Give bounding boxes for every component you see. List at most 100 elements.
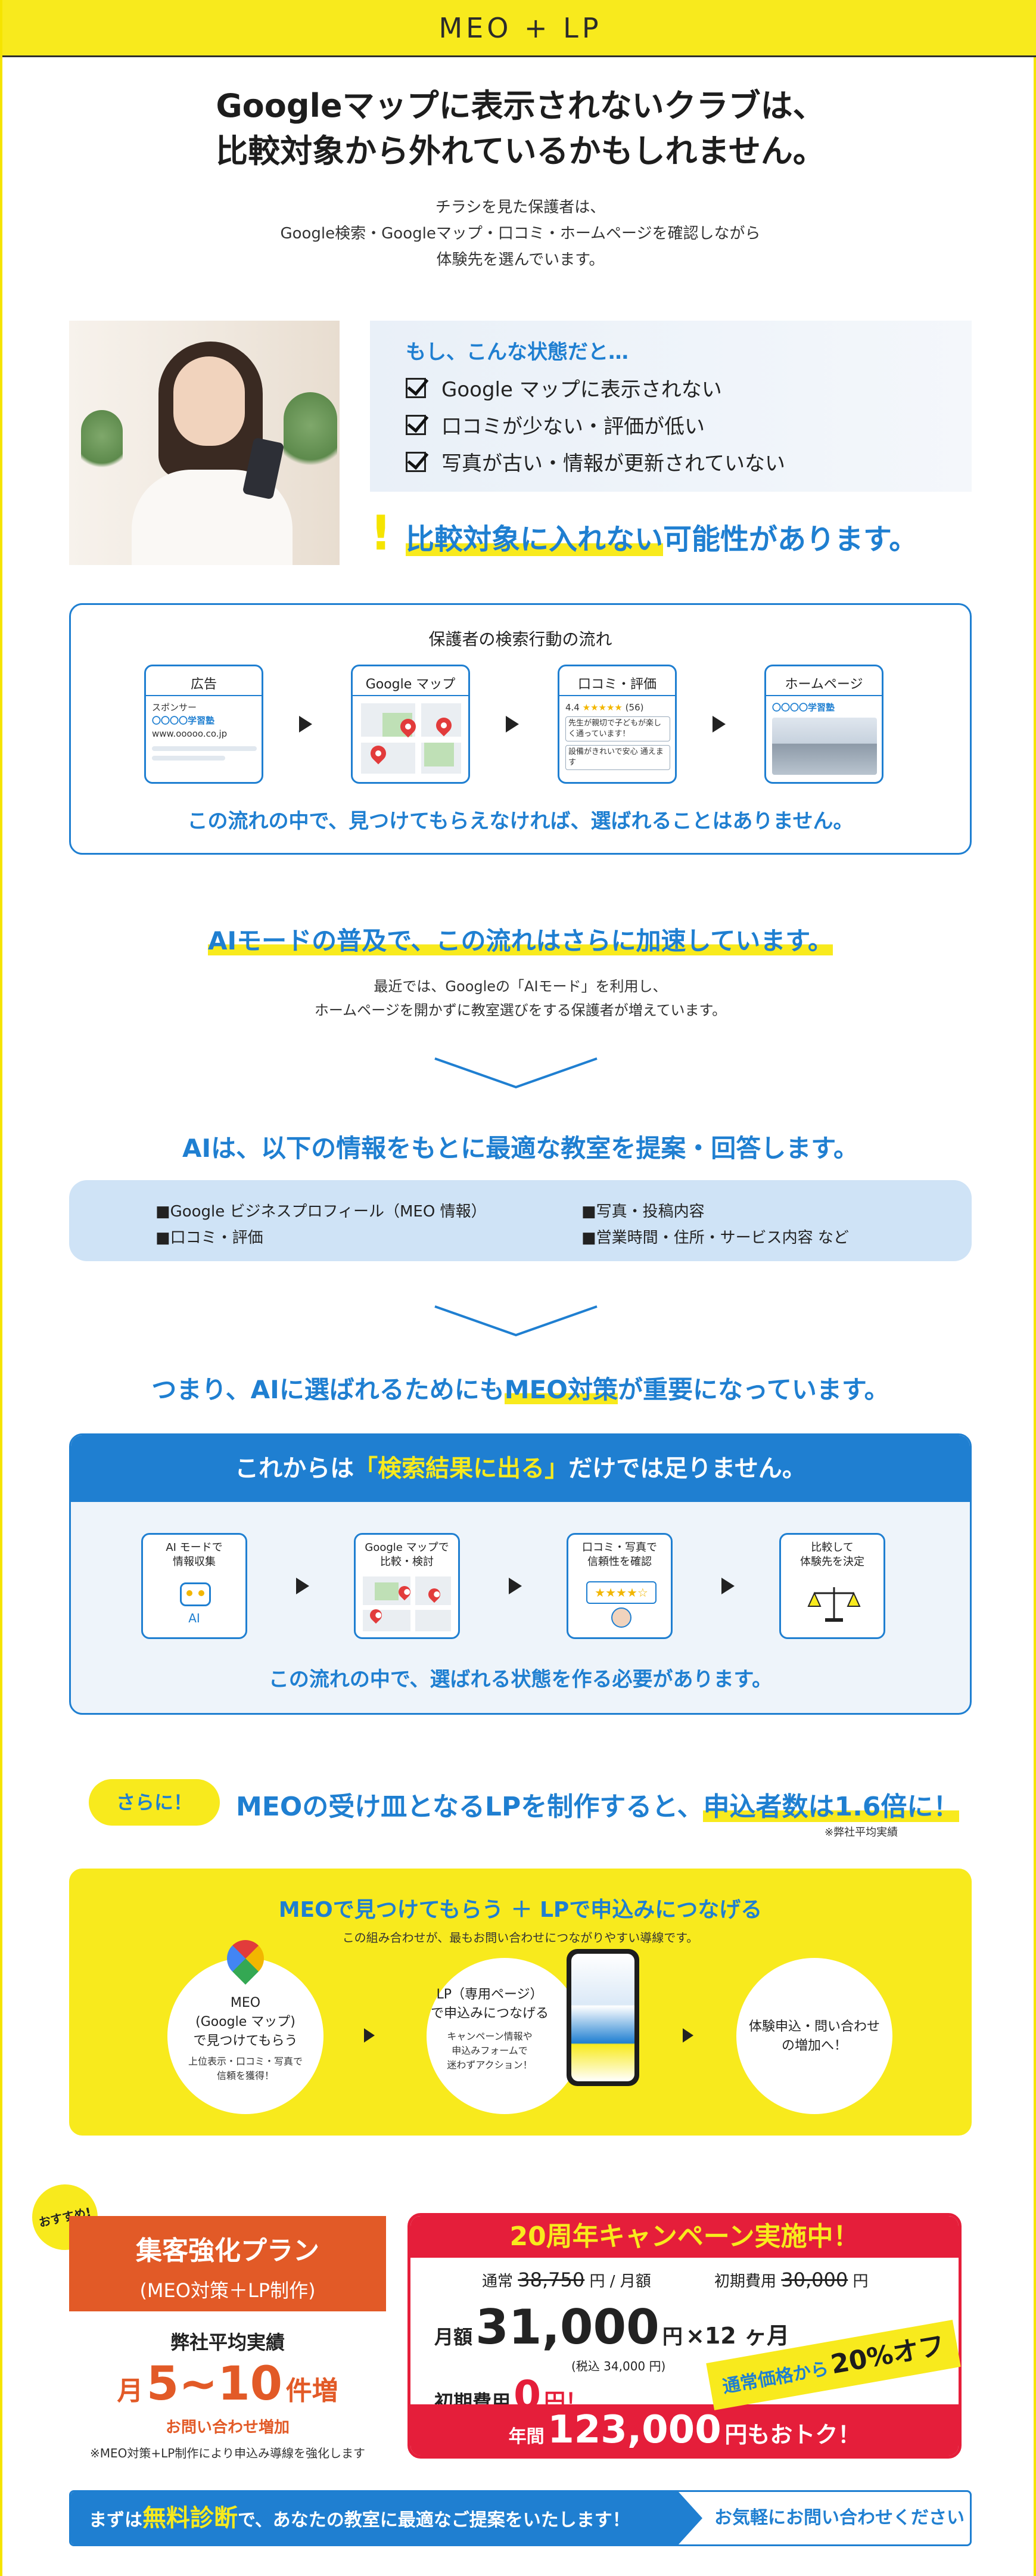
banner-title: MEO + LP <box>438 11 602 44</box>
combo-title: MEOで見つけてもらう ＋ LPで申込みにつなげる <box>278 1898 763 1922</box>
circle-text: (Google マップ) <box>195 2015 295 2029</box>
initial-label: 初期費用 <box>714 2273 777 2291</box>
flow-card-homepage: ホームページ 〇〇〇〇学習塾 <box>764 665 883 784</box>
ai-heading-text: AIモードの普及で、この流れはさらに加速しています。 <box>208 926 833 955</box>
card-label: Google マップ <box>365 677 456 692</box>
circle-note: 上位表示・口コミ・写真で <box>188 2056 303 2067</box>
cta-bar[interactable]: まずは無料診断で、あなたの教室に最適なご提案をいたします！ お気軽にお問い合わせ… <box>69 2490 972 2546</box>
circle-note: 申込みフォームで <box>452 2045 528 2056</box>
monthly-price-value: 31,000 <box>475 2299 659 2355</box>
arrow-right-icon <box>506 716 519 733</box>
circle-text: 体験申込・問い合わせ <box>748 2019 880 2034</box>
search-flow-title: 保護者の検索行動の流れ <box>428 629 612 649</box>
smartphone-lp-icon <box>567 1949 639 2086</box>
panel-head-c: だけでは足りません。 <box>568 1455 806 1482</box>
sarani-text: MEOの受け皿となるLPを制作すると、申込者数は1.6倍に！ <box>236 1785 960 1823</box>
ai-heading-3-c: が重要になっています。 <box>617 1375 889 1404</box>
panel-step-review: 口コミ・写真で信頼性を確認 ★★★★☆ <box>567 1533 673 1639</box>
hero-photo <box>69 321 340 565</box>
check-item-label: 写真が古い・情報が更新されていない <box>441 452 785 476</box>
lead-line-1: チラシを見た保護者は、 <box>435 198 606 216</box>
top-banner: MEO + LP <box>2 0 1036 57</box>
cta-left[interactable]: まずは無料診断で、あなたの教室に最適なご提案をいたします！ <box>71 2492 679 2544</box>
check-item-label: Google マップに表示されない <box>441 378 722 402</box>
initial-old: 初期費用 30,000 円 <box>714 2268 869 2291</box>
combo-subtitle: この組み合わせが、最もお問い合わせにつながりやすい導線です。 <box>342 1931 699 1945</box>
monthly-label: 月額 <box>434 2326 473 2348</box>
ai-info-bar: ■Google ビジネスプロフィール（MEO 情報） ■口コミ・評価 ■写真・投… <box>69 1180 972 1261</box>
info-item: ■営業時間・住所・サービス内容 など <box>581 1229 849 1247</box>
tax-note: (税込 34,000 円) <box>571 2359 666 2373</box>
arrow-right-icon <box>296 1578 309 1594</box>
step-line-1: 口コミ・写真で <box>582 1541 657 1554</box>
arrow-right-icon <box>509 1578 522 1594</box>
step-line-2: 比較・検討 <box>380 1556 434 1568</box>
step-line-1: AI モードで <box>166 1541 223 1554</box>
map-icon <box>363 1576 451 1631</box>
sarani-text-a: MEOの受け皿となるLPを制作すると、 <box>236 1792 704 1822</box>
plan-increase: お問い合わせ増加 <box>165 2419 290 2437</box>
combo-circle-result: 体験申込・問い合わせ の増加へ！ <box>736 1958 892 2114</box>
sarani-badge: さらに！ <box>89 1779 220 1826</box>
normal-label: 通常 <box>482 2273 514 2291</box>
ai-heading-2: AIは、以下の情報をもとに最適な教室を提案・回答します。 <box>182 1134 859 1163</box>
panel-head-a: これからは <box>235 1455 354 1482</box>
check-item: Google マップに表示されない <box>406 373 722 402</box>
selection-panel-message: この流れの中で、選ばれる状態を作る必要があります。 <box>268 1668 773 1692</box>
combo-circle-meo: MEO (Google マップ) で見つけてもらう 上位表示・口コミ・写真で 信… <box>167 1932 323 2114</box>
flow-card-review: 口コミ・評価 4.4 ★★★★★ (56) 先生が親切で子どもが楽しく通っていま… <box>558 665 677 784</box>
info-item: ■写真・投稿内容 <box>581 1203 705 1221</box>
rating-value: 4.4 <box>565 702 580 713</box>
plan-range: 5~10 <box>146 2357 283 2411</box>
selection-panel-head: これからは「検索結果に出る」だけでは足りません。 <box>71 1435 970 1502</box>
plan-note: ※MEO対策+LP制作により申込み導線を強化します <box>90 2446 365 2460</box>
chevron-down-icon <box>434 1305 598 1337</box>
flow-card-map: Google マップ <box>351 665 470 784</box>
contact-link[interactable]: お気軽にお問い合わせください <box>714 2507 965 2528</box>
off-text: 通常価格から <box>721 2358 830 2398</box>
circle-note: キャンペーン情報や <box>447 2031 533 2042</box>
ai-icon-text: AI <box>188 1611 200 1625</box>
robot-icon <box>180 1582 211 1606</box>
panel-head-b: 「検索結果に出る」 <box>354 1455 569 1482</box>
card-label: ホームページ <box>785 677 863 692</box>
star-icon: ★★★★★ <box>582 702 623 713</box>
plan-unit: 件増 <box>285 2376 338 2406</box>
plan-sub: (MEO対策＋LP制作) <box>139 2279 316 2302</box>
intro-lead: チラシを見た保護者は、 Google検索・Googleマップ・口コミ・ホームペー… <box>2 194 1036 273</box>
headline-line-2: 比較対象から外れているかもしれません。 <box>216 132 825 170</box>
panel-step-map: Google マップで比較・検討 <box>354 1533 460 1639</box>
headline-line-1: Googleマップに表示されないクラブは、 <box>216 87 825 125</box>
review-count: (56) <box>625 702 644 713</box>
plan-result-title: 弊社平均実績 <box>170 2331 285 2354</box>
ai-heading-3-b: MEO対策 <box>504 1375 618 1404</box>
monthly-months: ×12 ヶ月 <box>686 2323 789 2349</box>
ai-para-line-1: 最近では、Googleの「AIモード」を利用し、 <box>374 978 667 995</box>
site-name: 〇〇〇〇学習塾 <box>772 702 835 713</box>
scale-icon <box>807 1587 861 1622</box>
card-label: 口コミ・評価 <box>577 677 657 692</box>
step-line-2: 体験先を決定 <box>800 1556 864 1568</box>
ad-name: 〇〇〇〇学習塾 <box>152 715 215 726</box>
alert-message: ! 比較対象に入れない可能性があります。 <box>370 510 972 557</box>
check-item: 写真が古い・情報が更新されていない <box>406 447 785 476</box>
ai-paragraph: 最近では、Googleの「AIモード」を利用し、 ホームページを開かずに教室選び… <box>2 974 1036 1022</box>
step-line-2: 信頼性を確認 <box>587 1556 652 1568</box>
plan-result: 月 5~10 件増 <box>69 2357 386 2411</box>
sarani-text-b: 申込者数は1.6倍に！ <box>703 1792 960 1822</box>
checkbox-icon <box>406 414 426 435</box>
intro-headline: Googleマップに表示されないクラブは、 比較対象から外れているかもしれません… <box>2 83 1036 174</box>
card-label: 広告 <box>190 677 217 692</box>
plan-month: 月 <box>117 2376 144 2406</box>
circle-text: で見つけてもらう <box>193 2034 298 2049</box>
ai-para-line-2: ホームページを開かずに教室選びをする保護者が増えています。 <box>314 1002 727 1019</box>
cta-left-a: まずは <box>89 2510 142 2531</box>
step-line-1: Google マップで <box>365 1541 449 1554</box>
chevron-down-icon <box>434 1057 598 1089</box>
checkbox-icon <box>406 451 426 472</box>
circle-note: 信頼を獲得！ <box>216 2070 274 2081</box>
info-item: ■口コミ・評価 <box>155 1229 263 1247</box>
panel-step-decide: 比較して体験先を決定 <box>779 1533 885 1639</box>
circle-note: 迷わずアクション！ <box>447 2059 533 2071</box>
